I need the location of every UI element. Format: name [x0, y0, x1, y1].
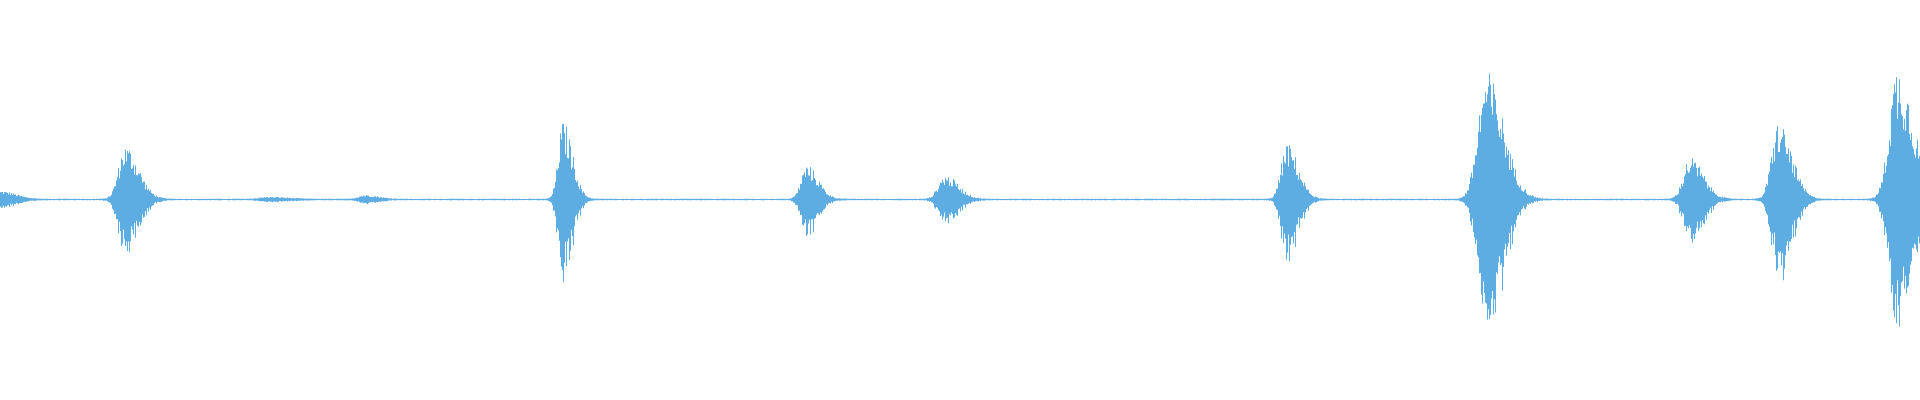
waveform-path: [0, 73, 1920, 327]
waveform-samples: [0, 73, 1920, 327]
